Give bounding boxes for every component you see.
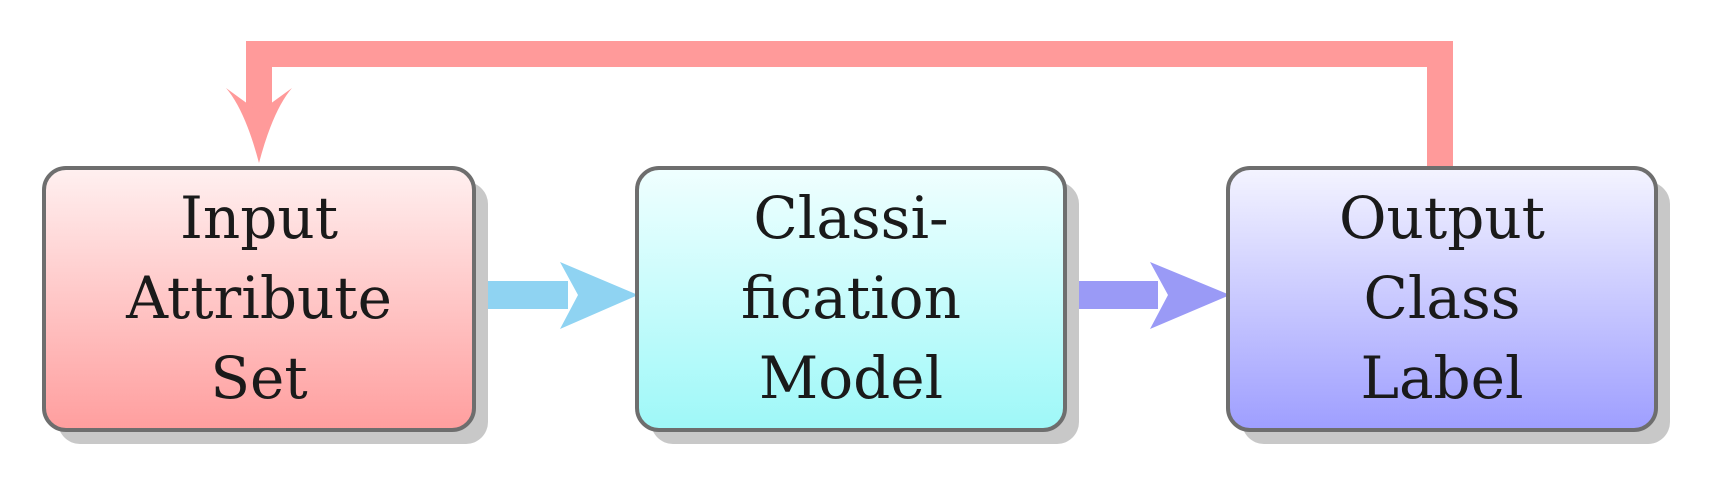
output-class-label-box: Output Class Label <box>1226 166 1670 444</box>
feedback-arrow-line <box>246 41 1453 170</box>
output-box-line-3: Label <box>1360 344 1523 412</box>
model-box-line-1: Classi- <box>753 184 948 252</box>
input-box-line-2: Attribute <box>125 264 392 332</box>
arrow-input-to-model <box>478 262 638 329</box>
feedback-arrowhead <box>226 88 292 163</box>
model-box-line-3: Model <box>759 344 943 412</box>
input-box <box>42 166 476 432</box>
arrow-input-to-model-shaft <box>478 281 568 309</box>
input-attribute-set-box: Input Attribute Set <box>42 166 488 444</box>
arrow-input-to-model-head <box>560 262 638 329</box>
input-box-line-3: Set <box>210 344 307 412</box>
arrow-model-to-output-head <box>1150 262 1230 329</box>
feedback-arrow <box>226 41 1453 170</box>
model-box <box>635 166 1067 432</box>
input-box-line-1: Input <box>180 184 338 252</box>
arrow-model-to-output <box>1070 262 1230 329</box>
output-box-line-2: Class <box>1363 264 1520 332</box>
output-box-line-1: Output <box>1339 184 1545 252</box>
output-box <box>1226 166 1658 432</box>
model-box-line-2: fication <box>741 264 961 332</box>
arrow-model-to-output-shaft <box>1070 281 1158 309</box>
classification-model-box: Classi- fication Model <box>635 166 1079 444</box>
